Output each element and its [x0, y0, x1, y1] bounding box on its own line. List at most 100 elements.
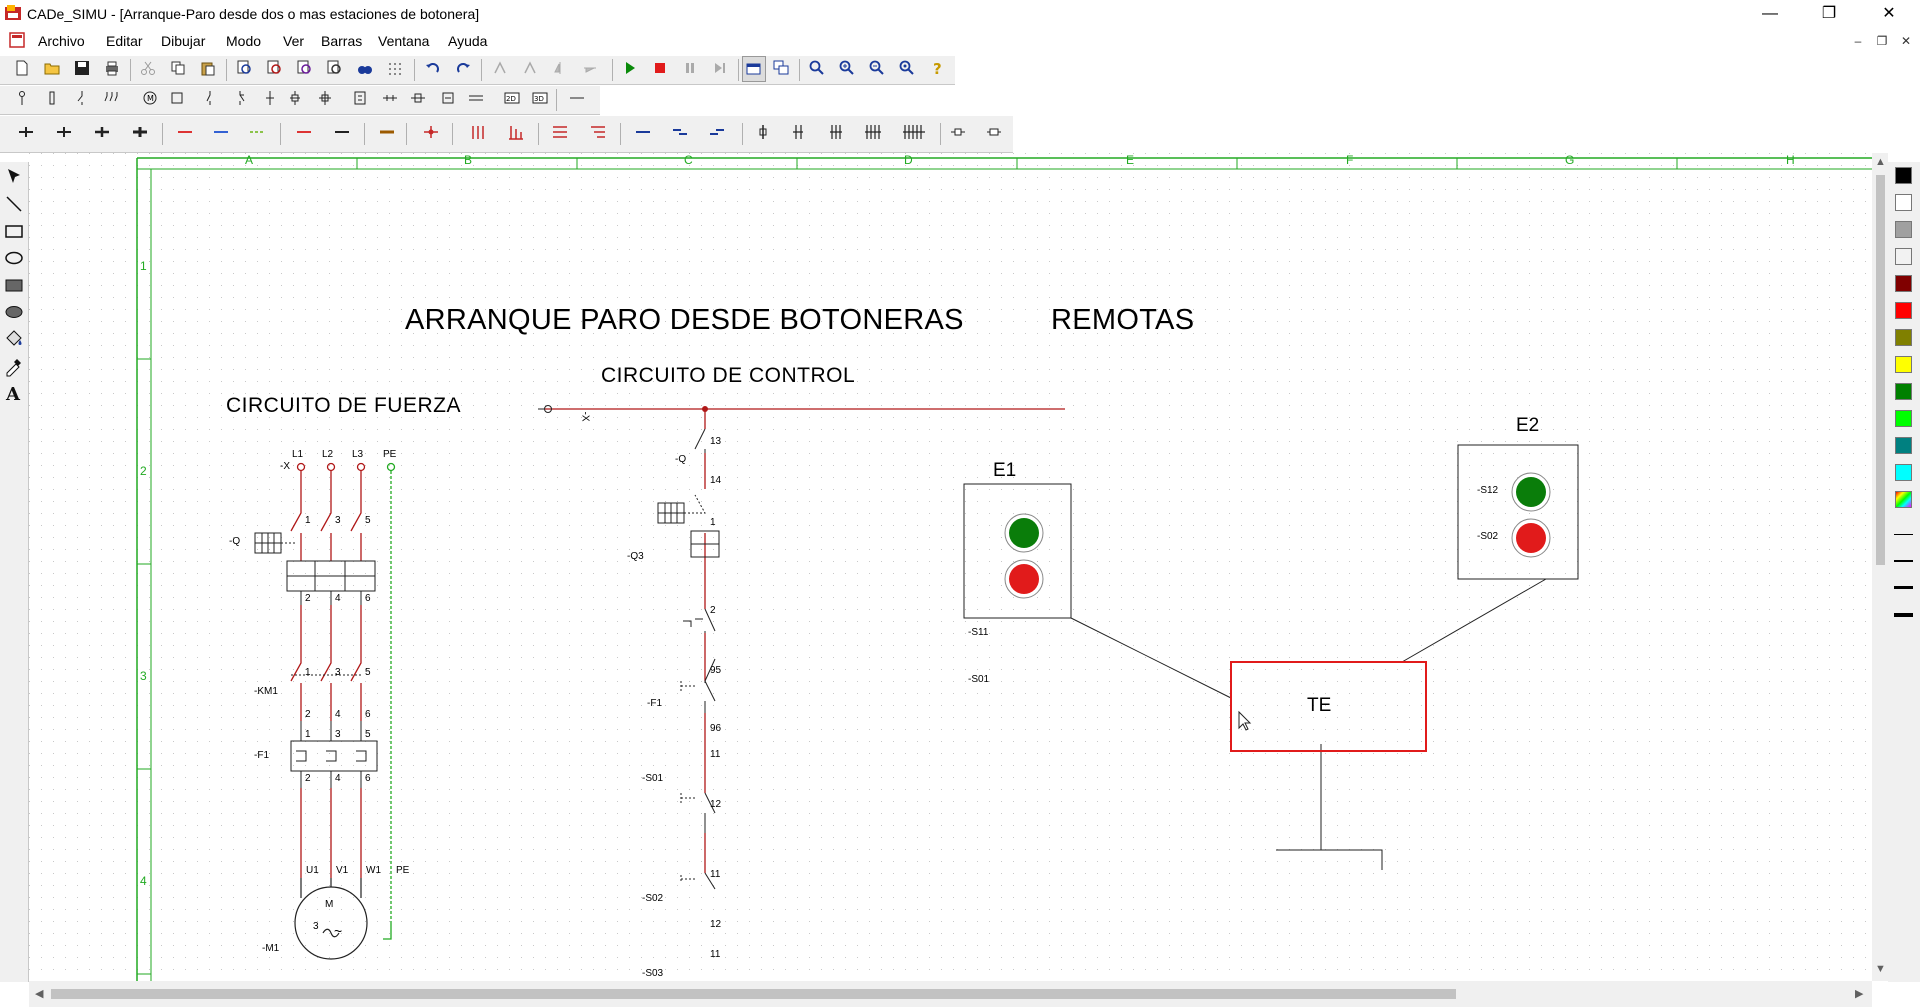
horizontal-scroll-thumb[interactable] [51, 989, 1456, 999]
minimize-button[interactable]: — [1762, 5, 1778, 22]
timer-component-button[interactable] [348, 86, 372, 112]
conductor-2-button[interactable] [786, 120, 810, 146]
terminal-block-button[interactable] [406, 86, 430, 112]
fill-tool[interactable] [3, 328, 25, 350]
undo-button[interactable] [421, 56, 445, 82]
line-width-1[interactable] [1894, 534, 1913, 535]
palette-color-maroon[interactable] [1895, 275, 1912, 292]
scroll-up-icon[interactable]: ▲ [1875, 156, 1886, 168]
wire-cross-3-button[interactable] [90, 120, 114, 146]
zoom-all-button[interactable] [323, 56, 347, 82]
wire-cross-2-button[interactable] [52, 120, 76, 146]
wire-blue-button[interactable] [209, 120, 233, 146]
menu-modo[interactable]: Modo [226, 33, 262, 49]
palette-color-teal[interactable] [1895, 437, 1912, 454]
menu-ventana[interactable]: Ventana [378, 33, 430, 49]
menu-dibujar[interactable]: Dibujar [161, 33, 206, 49]
wire-green-button[interactable] [245, 120, 269, 146]
cut-button[interactable] [136, 56, 160, 82]
mdi-minimize-button[interactable]: – [1854, 34, 1862, 48]
scroll-down-icon[interactable]: ▼ [1875, 963, 1886, 975]
contact-component-button[interactable] [198, 86, 222, 112]
switch-component-button[interactable] [70, 86, 94, 112]
line-tool-button[interactable] [565, 86, 589, 112]
scroll-right-icon[interactable]: ▶ [1855, 988, 1864, 1000]
conductor-3-button[interactable] [824, 120, 848, 146]
cable-component-button[interactable] [464, 86, 488, 112]
rotate-left-button[interactable] [488, 56, 512, 82]
vertical-scrollbar[interactable]: ▲ ▼ [1872, 153, 1888, 981]
palette-color-green[interactable] [1895, 383, 1912, 400]
horizontal-scrollbar[interactable]: ◀ ▶ [29, 981, 1872, 1007]
window-view-button[interactable] [742, 56, 766, 82]
filled-ellipse-tool[interactable] [3, 301, 25, 323]
palette-color-yellow[interactable] [1895, 356, 1912, 373]
palette-custom-color[interactable] [1895, 491, 1912, 508]
view-3d-button[interactable]: 3D [528, 86, 552, 112]
supply-component-button[interactable] [10, 86, 34, 112]
sensor-component-button[interactable] [436, 86, 460, 112]
zoom-in-button[interactable] [233, 56, 257, 82]
line-width-2[interactable] [1894, 560, 1913, 562]
menu-ver[interactable]: Ver [283, 33, 305, 49]
open-file-button[interactable] [40, 56, 64, 82]
line-width-3[interactable] [1894, 586, 1913, 589]
paste-button[interactable] [196, 56, 220, 82]
plug-button[interactable] [946, 120, 970, 146]
menu-editar[interactable]: Editar [106, 33, 143, 49]
close-button[interactable]: ✕ [1882, 5, 1896, 22]
zoom-button[interactable] [805, 56, 829, 82]
line-tool[interactable] [3, 193, 25, 215]
rectangle-tool[interactable] [3, 220, 25, 242]
wire-blue-2-button[interactable] [631, 120, 655, 146]
new-file-button[interactable] [10, 56, 34, 82]
find-button[interactable] [353, 56, 377, 82]
simulate-step-button[interactable] [708, 56, 732, 82]
palette-color-white[interactable] [1895, 194, 1912, 211]
wire-black-button[interactable] [330, 120, 354, 146]
palette-color-cyan[interactable] [1895, 464, 1912, 481]
rotate-right-button[interactable] [518, 56, 542, 82]
simulate-stop-button[interactable] [648, 56, 672, 82]
palette-color-red[interactable] [1895, 302, 1912, 319]
zoom-fit-button[interactable] [895, 56, 919, 82]
save-button[interactable] [70, 56, 94, 82]
bus-horizontal-button[interactable] [548, 120, 572, 146]
help-button[interactable]: ? [925, 56, 949, 82]
line-width-4[interactable] [1894, 613, 1913, 617]
view-2d-button[interactable]: 2D [500, 86, 524, 112]
relay-component-button[interactable] [313, 86, 337, 112]
restore-button[interactable]: ❐ [1821, 5, 1837, 22]
bus-vertical-2-button[interactable] [504, 120, 528, 146]
wire-red-button[interactable] [173, 120, 197, 146]
wire-blue-step-button[interactable] [668, 120, 692, 146]
wire-cross-1-button[interactable] [14, 120, 38, 146]
zoom-page-button[interactable] [293, 56, 317, 82]
wire-node-button[interactable] [419, 120, 443, 146]
bus-horizontal-2-button[interactable] [586, 120, 610, 146]
three-pole-switch-button[interactable] [100, 86, 124, 112]
menu-archivo[interactable]: Archivo [38, 33, 85, 49]
redo-button[interactable] [451, 56, 475, 82]
connector-component-button[interactable] [378, 86, 402, 112]
document-icon[interactable] [8, 31, 26, 49]
mdi-close-button[interactable]: ✕ [1900, 34, 1912, 48]
flip-vertical-button[interactable] [578, 56, 602, 82]
palette-color-black[interactable] [1895, 167, 1912, 184]
motor-component-button[interactable]: M [138, 86, 162, 112]
conductor-4-button[interactable] [862, 120, 886, 146]
pushbutton-component-button[interactable] [258, 86, 282, 112]
flip-horizontal-button[interactable] [548, 56, 572, 82]
conductor-5-button[interactable] [900, 120, 930, 146]
zoom-out-magnifier-button[interactable] [865, 56, 889, 82]
grid-toggle-button[interactable] [383, 56, 407, 82]
copy-button[interactable] [166, 56, 190, 82]
fuse-component-button[interactable] [40, 86, 64, 112]
scroll-left-icon[interactable]: ◀ [35, 988, 44, 1000]
zoom-in-magnifier-button[interactable] [835, 56, 859, 82]
wire-cross-4-button[interactable] [128, 120, 152, 146]
palette-color-gray[interactable] [1895, 221, 1912, 238]
mdi-restore-button[interactable]: ❐ [1876, 34, 1888, 48]
simulate-pause-button[interactable] [678, 56, 702, 82]
tile-windows-button[interactable] [769, 56, 793, 82]
